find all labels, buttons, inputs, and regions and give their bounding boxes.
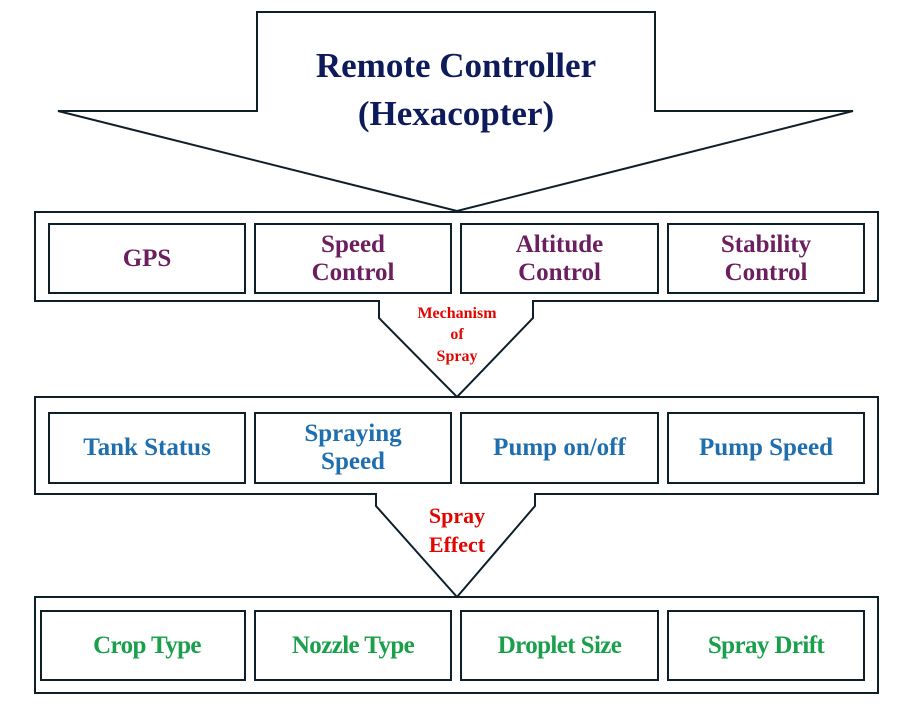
main-arrow-shape — [57, 11, 854, 213]
level3-item-spray-drift: Spray Drift — [707, 631, 825, 659]
level2-box-spraying — [254, 412, 452, 484]
level2-item-spraying-speed: Spraying Speed — [304, 420, 402, 475]
level2-box-tank — [48, 412, 246, 484]
title: Remote Controller (Hexacopter) — [257, 40, 655, 140]
level2-box-pump-speed — [667, 412, 865, 484]
level2-item-pump-onoff: Pump on/off — [493, 434, 626, 461]
level3-item-droplet-size: Droplet Size — [497, 631, 622, 659]
level1-box-altitude — [460, 223, 659, 294]
level2-box-pump-onoff — [460, 412, 659, 484]
level1-item-altitude-control: Altitude Control — [515, 230, 604, 286]
connector-label-mechanism: Mechanism of Spray — [417, 304, 497, 365]
level3-item-nozzle-type: Nozzle Type — [291, 631, 415, 659]
level1-box-speed — [254, 223, 452, 294]
title-line1: Remote Controller — [315, 45, 597, 85]
level2-item-tank-status: Tank Status — [83, 434, 211, 461]
level3-item-crop-type: Crop Type — [93, 631, 201, 659]
level3-box-drift — [667, 610, 865, 681]
level3-box-crop-outline — [40, 610, 246, 681]
level2-item-pump-speed: Pump Speed — [698, 434, 834, 461]
level1-item-gps: GPS — [122, 244, 172, 272]
title-line2: (Hexacopter) — [357, 94, 555, 133]
level1-item-speed-control: Speed Control — [311, 230, 395, 286]
level1-box-stability — [667, 223, 865, 294]
connector-label-spray-effect: Spray Effect — [428, 503, 486, 557]
level3-box-nozzle — [254, 610, 452, 681]
level1-item-stability-control: Stability Control — [720, 230, 812, 286]
level3-box-droplet — [460, 610, 659, 681]
level1-box-gps — [48, 223, 246, 294]
